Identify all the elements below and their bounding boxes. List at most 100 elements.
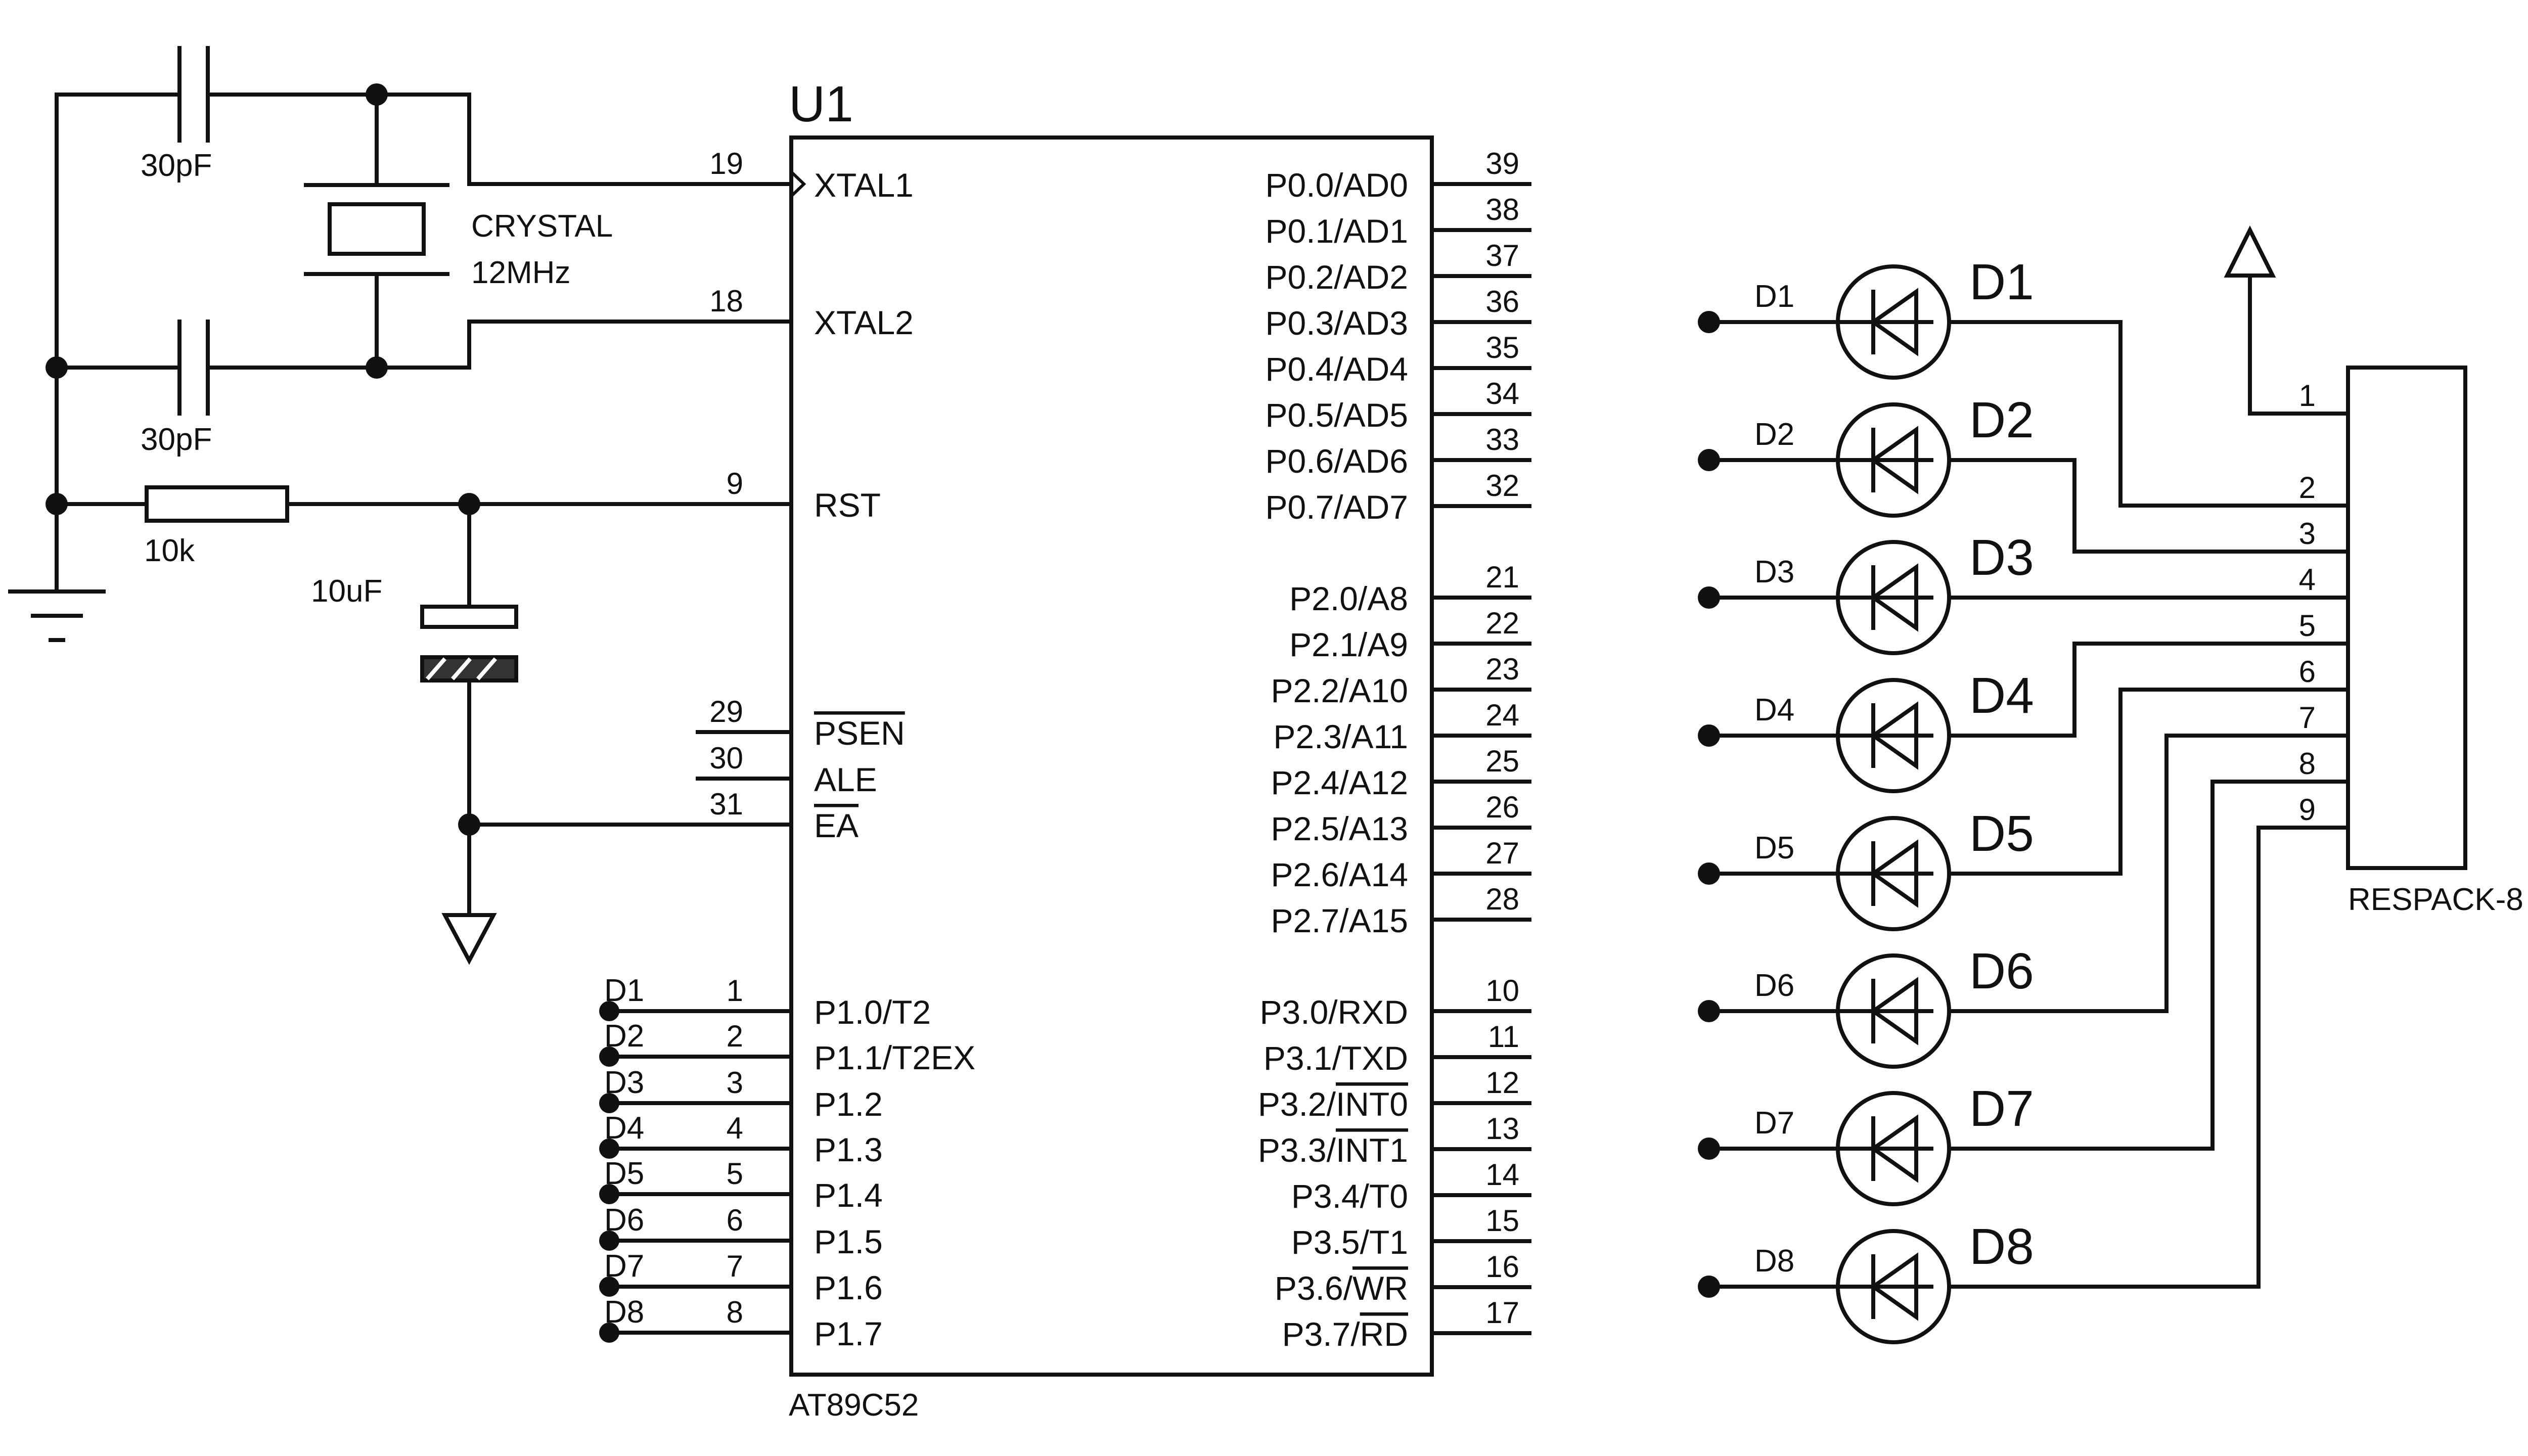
respack-pin-number: 7 [2299, 701, 2316, 735]
clock-pin-marker-icon [790, 170, 806, 198]
net-terminal-dot [599, 1277, 619, 1297]
net-label: D2 [604, 1019, 644, 1054]
respack-name: RESPACK-8 [2348, 882, 2523, 917]
net-terminal-dot [599, 1231, 619, 1251]
respack-pin-number: 3 [2299, 517, 2316, 551]
pin-name: P2.6/A14 [1271, 856, 1408, 893]
pin-name: ALE [814, 761, 877, 798]
led-reference: D4 [1969, 667, 2034, 724]
pin-number: 2 [727, 1019, 743, 1053]
diode-triangle-icon [1870, 1114, 1918, 1183]
pin-number: 17 [1485, 1296, 1519, 1330]
crystal-name: CRYSTAL [471, 209, 613, 244]
led-route-wire [1947, 780, 2350, 1151]
net-label: D2 [1754, 417, 1794, 452]
pin-number: 32 [1485, 469, 1519, 503]
pin-number: 26 [1485, 790, 1519, 824]
net-label: D1 [1754, 279, 1794, 314]
pin-number: 10 [1485, 974, 1519, 1008]
pin-number: 38 [1485, 193, 1519, 226]
net-terminal-dot [599, 1046, 619, 1067]
led-1: D1 D1 [1698, 254, 2350, 508]
ground-icon [441, 913, 497, 965]
pin-name: P2.2/A10 [1271, 672, 1408, 709]
diode-triangle-icon [1870, 288, 1918, 356]
reset-resistor [145, 485, 289, 523]
pin-number: 30 [709, 741, 743, 775]
pin-name: P3.5/T1 [1291, 1223, 1408, 1261]
pin-name: P1.0/T2 [814, 993, 931, 1031]
pin-name: P1.6 [814, 1269, 883, 1306]
net-terminal-dot [599, 1001, 619, 1021]
net-terminal-dot [599, 1323, 619, 1343]
pin-name: P0.0/AD0 [1266, 166, 1409, 204]
pin-name: P2.7/A15 [1271, 902, 1408, 939]
pin-number: 8 [727, 1295, 743, 1329]
pin-name: P3.1/TXD [1263, 1039, 1408, 1077]
diode-triangle-icon [1870, 977, 1918, 1045]
pin-number: 37 [1485, 239, 1519, 272]
respack-pin-number: 9 [2299, 793, 2316, 827]
cap-bottom-label: 30pF [141, 422, 212, 457]
crystal [304, 183, 449, 276]
power-supply-arrow-icon [2224, 225, 2350, 416]
pin-number: 31 [709, 787, 743, 821]
diode-triangle-icon [1870, 1252, 1918, 1321]
pin-name: P3.7/RD [1282, 1315, 1408, 1353]
pin-name: PSEN [814, 714, 905, 752]
pin-number: 6 [727, 1203, 743, 1237]
diode-triangle-icon [1870, 563, 1918, 632]
pin-name: P2.4/A12 [1271, 764, 1408, 801]
reset-capacitor-label: 10uF [311, 574, 382, 609]
pin-name: P0.4/AD4 [1266, 350, 1409, 388]
led-reference: D1 [1969, 254, 2034, 310]
net-label: D7 [1754, 1106, 1794, 1141]
pin-number: 28 [1485, 882, 1519, 916]
pin-number: 27 [1485, 836, 1519, 870]
pin-name: P2.3/A11 [1273, 718, 1408, 755]
led-reference: D2 [1969, 392, 2034, 448]
pin-name: P2.1/A9 [1289, 626, 1408, 663]
respack-pin-number: 4 [2299, 563, 2316, 597]
led-reference: D6 [1969, 943, 2034, 999]
pin-number: 5 [727, 1157, 743, 1191]
pin-name: P1.7 [814, 1315, 883, 1352]
net-label: D6 [1754, 968, 1794, 1003]
diode-triangle-icon [1870, 701, 1918, 770]
net-label: D8 [604, 1295, 644, 1330]
pin-name: P3.3/INT1 [1258, 1131, 1408, 1169]
net-terminal-dot [599, 1093, 619, 1113]
pin-number: 34 [1485, 377, 1519, 411]
led-reference: D8 [1969, 1218, 2034, 1275]
pin-name: P2.5/A13 [1271, 810, 1408, 847]
net-label: D7 [604, 1249, 644, 1284]
pin-number: 13 [1485, 1112, 1519, 1146]
reset-capacitor [420, 605, 518, 682]
pin-name: XTAL2 [814, 304, 914, 341]
net-label: D4 [604, 1111, 644, 1146]
led-route-wire [1947, 458, 2350, 554]
respack-pin-number: 5 [2299, 609, 2316, 643]
led-route-wire [1947, 688, 2350, 876]
net-terminal-dot [599, 1139, 619, 1159]
cap-top-label: 30pF [141, 148, 212, 183]
pin-number: 11 [1488, 1020, 1519, 1054]
pin-name: P2.0/A8 [1289, 580, 1408, 617]
led-route-wire [1947, 320, 2350, 508]
pin-number: 12 [1485, 1066, 1519, 1100]
crystal-frequency: 12MHz [471, 255, 570, 290]
net-label: D3 [604, 1065, 644, 1100]
pin-number: 16 [1485, 1250, 1519, 1284]
pin-number: 19 [709, 147, 743, 180]
pin-name: P1.2 [814, 1085, 883, 1123]
pin-number: 4 [727, 1111, 743, 1145]
capacitor-30pf-bottom [177, 320, 210, 416]
pin-name: P1.1/T2EX [814, 1039, 975, 1076]
pin-name: P3.0/RXD [1260, 993, 1408, 1031]
pin-name: P0.1/AD1 [1266, 212, 1409, 250]
